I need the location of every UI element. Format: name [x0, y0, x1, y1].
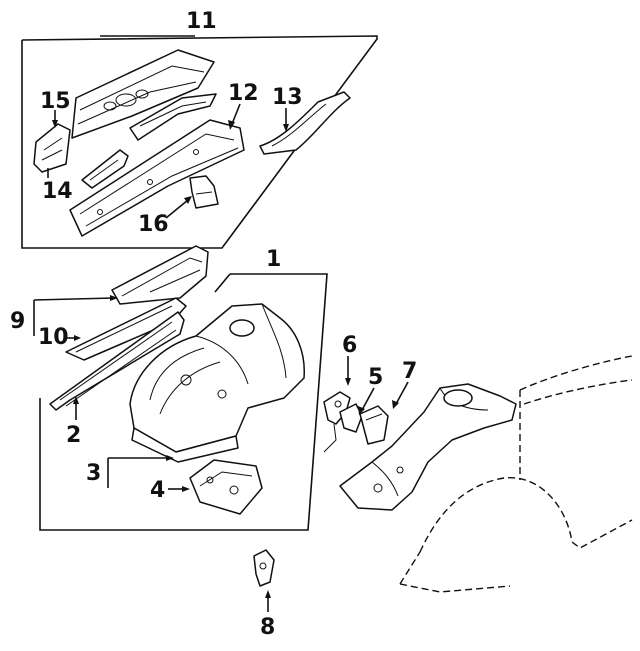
clip-8: [253, 549, 275, 587]
arrow-8: [265, 590, 271, 598]
arrow-13: [283, 124, 289, 132]
arrow-4: [182, 486, 190, 492]
plate-15: [33, 123, 71, 173]
bracket-7: [359, 405, 389, 445]
callout-10: 10: [38, 325, 69, 350]
rail-2: [49, 311, 185, 411]
arrow-7: [392, 400, 399, 409]
leader-16: [165, 199, 189, 219]
wheelhouse-1: [129, 303, 305, 463]
bracket-4: [189, 459, 263, 515]
callout-15: 15: [40, 89, 71, 114]
leader-9-top: [33, 297, 115, 301]
arrow-2: [73, 396, 79, 404]
arrow-15: [52, 120, 58, 128]
arrow-3: [166, 455, 174, 461]
arrow-5: [358, 406, 365, 415]
bracket-5: [339, 403, 363, 433]
arrow-9: [110, 295, 118, 301]
callout-13: 13: [272, 85, 303, 110]
bracket-13: [259, 91, 351, 155]
fender-outline: [399, 355, 633, 593]
bracket-16: [189, 175, 219, 209]
leader-7: [395, 381, 409, 405]
apron-rail-upper: [71, 49, 215, 139]
lower-rail-12: [69, 119, 245, 237]
callout-5: 5: [368, 365, 383, 390]
callout-7: 7: [402, 359, 417, 384]
upper-rail-9: [111, 245, 209, 305]
arrow-10: [74, 335, 81, 341]
callout-6: 6: [342, 333, 357, 358]
callout-9: 9: [10, 309, 25, 334]
arrow-12: [228, 120, 235, 130]
callout-4: 4: [150, 478, 165, 503]
arrow-6: [345, 378, 351, 386]
group-box-1: [39, 273, 328, 531]
arrow-16: [184, 196, 192, 204]
inner-channel: [129, 93, 217, 141]
callout-14: 14: [42, 179, 73, 204]
leader-12: [231, 103, 241, 125]
callout-3: 3: [86, 461, 101, 486]
callout-16: 16: [138, 212, 169, 237]
callout-1: 1: [266, 247, 281, 272]
small-bracket: [81, 149, 129, 189]
callout-8: 8: [260, 615, 275, 640]
leader-5: [361, 387, 375, 411]
callout-11: 11: [186, 9, 217, 34]
callout-12: 12: [228, 81, 259, 106]
right-wheelhouse: [339, 383, 517, 511]
callout-2: 2: [66, 423, 81, 448]
